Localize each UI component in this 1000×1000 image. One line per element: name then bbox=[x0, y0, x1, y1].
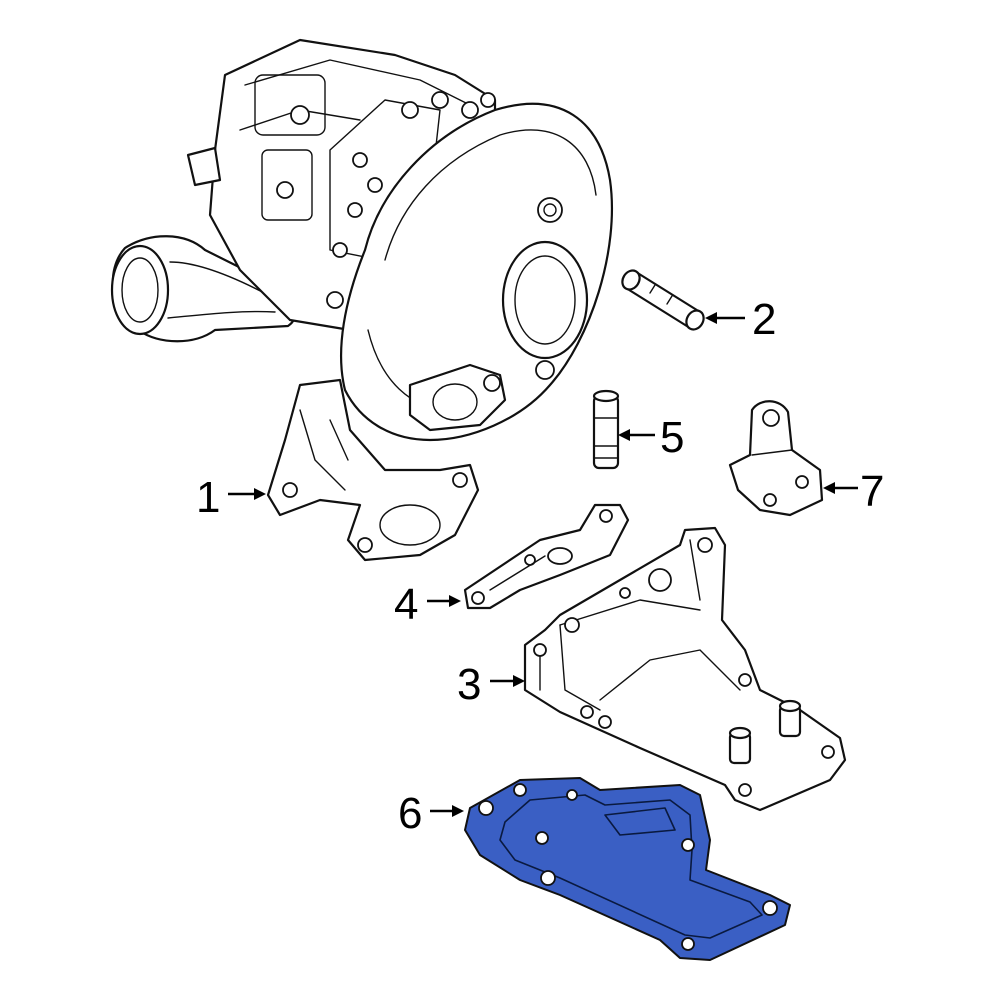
part-6-gasket-highlighted[interactable] bbox=[464, 777, 791, 961]
part-3-cooler[interactable] bbox=[523, 526, 847, 812]
callout-1: 1 bbox=[196, 473, 266, 522]
callout-5: 5 bbox=[618, 413, 684, 462]
callout-label-5: 5 bbox=[660, 413, 684, 462]
callout-label-1: 1 bbox=[196, 473, 220, 522]
part-4-gasket[interactable] bbox=[463, 503, 630, 610]
part-1-turbocharger[interactable] bbox=[110, 38, 614, 562]
part-5-pin[interactable] bbox=[592, 389, 620, 470]
callout-7: 7 bbox=[823, 467, 884, 516]
callout-label-6: 6 bbox=[398, 789, 422, 838]
callout-label-4: 4 bbox=[394, 580, 418, 629]
callout-label-7: 7 bbox=[860, 467, 884, 516]
callout-6: 6 bbox=[398, 789, 464, 838]
callout-3: 3 bbox=[457, 660, 525, 709]
callout-label-3: 3 bbox=[457, 660, 481, 709]
callout-label-2: 2 bbox=[752, 295, 776, 344]
part-7-bracket[interactable] bbox=[728, 400, 824, 517]
part-2-stud[interactable] bbox=[619, 267, 707, 332]
callout-4: 4 bbox=[394, 580, 461, 629]
callout-2: 2 bbox=[705, 295, 776, 344]
